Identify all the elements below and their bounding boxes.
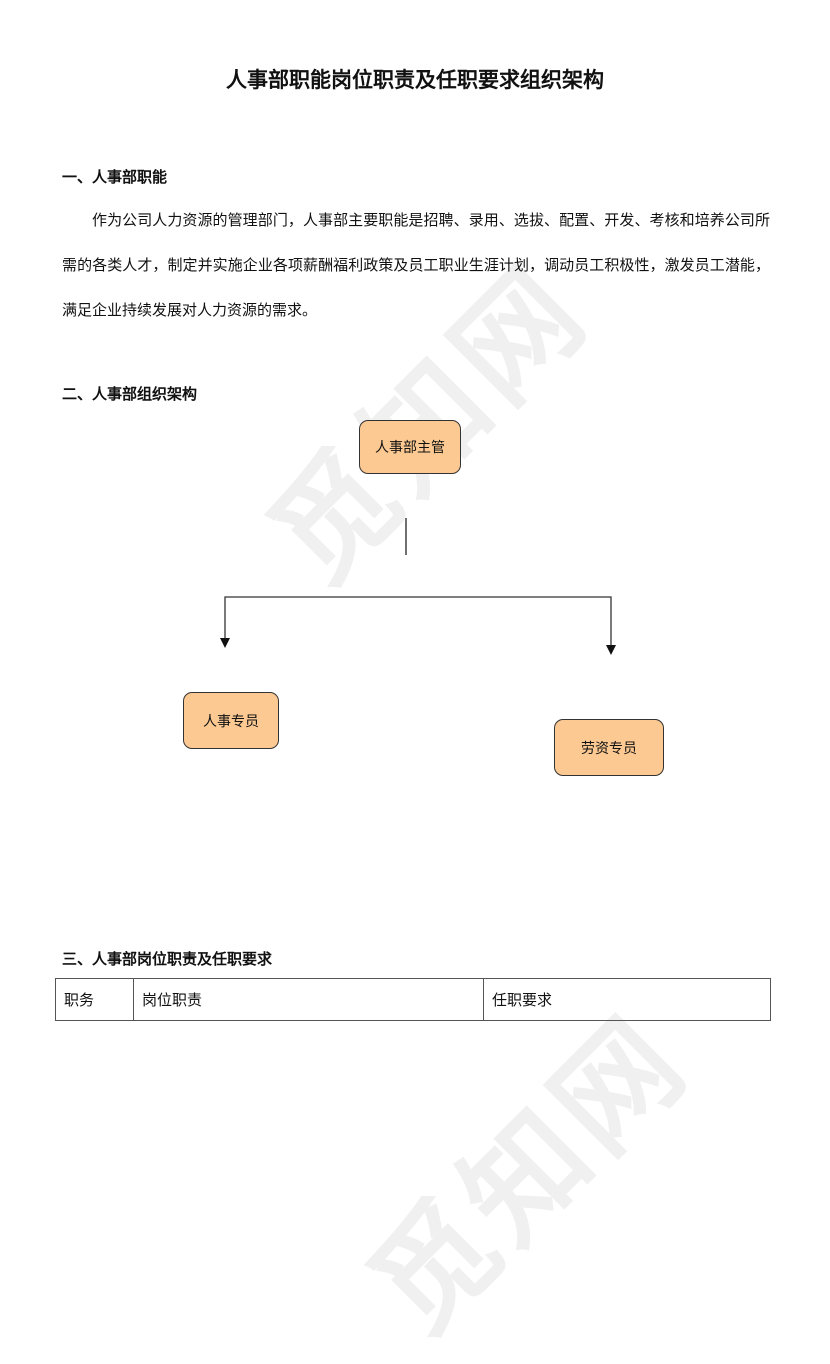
page-title: 人事部职能岗位职责及任职要求组织架构 bbox=[226, 68, 604, 92]
table-header-cell: 任职要求 bbox=[483, 978, 771, 1021]
section-heading-org-chart: 二、人事部组织架构 bbox=[62, 385, 198, 403]
table-header-cell: 职务 bbox=[55, 978, 134, 1021]
table-header-cell: 岗位职责 bbox=[133, 978, 484, 1021]
org-node-label: 劳资专员 bbox=[581, 740, 637, 757]
org-connector-lines bbox=[220, 518, 616, 655]
org-node-hr-manager: 人事部主管 bbox=[359, 420, 461, 474]
arrow-down-icon bbox=[220, 638, 230, 648]
org-node-label: 人事部主管 bbox=[375, 440, 445, 456]
functions-paragraph: 作为公司人力资源的管理部门，人事部主要职能是招聘、录用、选拔、配置、开发、考核和… bbox=[62, 211, 770, 319]
arrow-down-icon bbox=[606, 645, 616, 655]
section-heading-duties: 三、人事部岗位职责及任职要求 bbox=[62, 950, 273, 968]
section-heading-functions: 一、人事部职能 bbox=[62, 168, 168, 186]
org-node-hr-specialist: 人事专员 bbox=[183, 692, 279, 749]
org-node-label: 人事专员 bbox=[203, 713, 259, 730]
duties-table: 职务 岗位职责 任职要求 bbox=[55, 978, 771, 1021]
table-header-row: 职务 岗位职责 任职要求 bbox=[55, 978, 771, 1021]
org-node-payroll-specialist: 劳资专员 bbox=[554, 719, 664, 776]
